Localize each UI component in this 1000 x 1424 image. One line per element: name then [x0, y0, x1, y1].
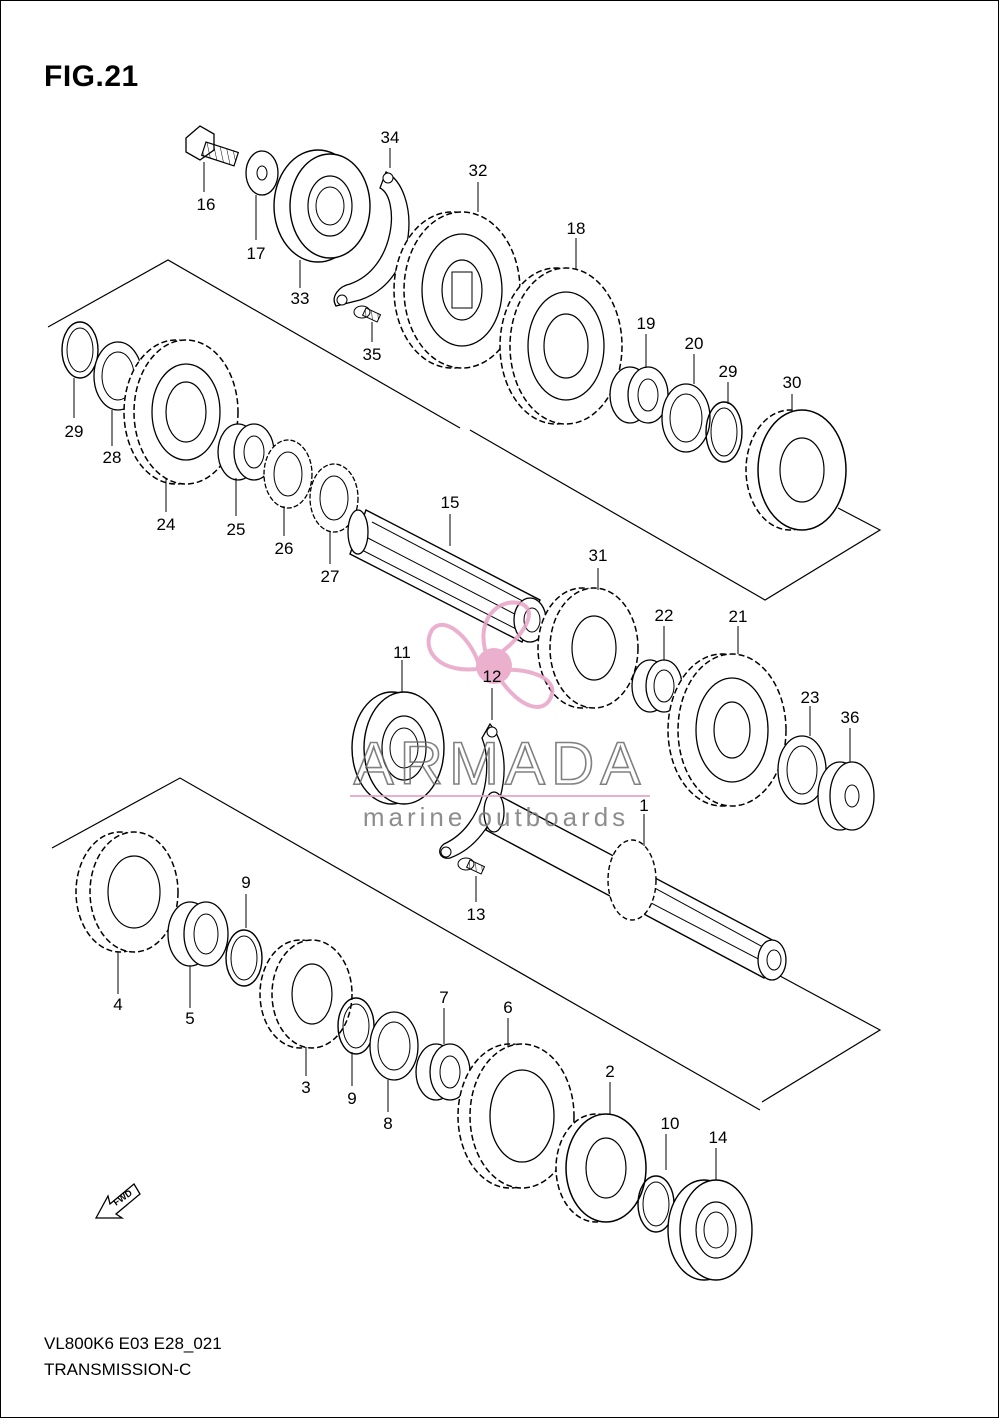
callout-5: 5: [185, 1009, 194, 1028]
callout-17: 17: [247, 244, 266, 263]
callout-15: 15: [441, 493, 460, 512]
bushing-22: [631, 626, 683, 713]
bolt-16: [185, 125, 240, 192]
callout-13: 13: [467, 905, 486, 924]
propeller-logo-icon: [426, 600, 555, 709]
bushing-19: [609, 334, 669, 424]
gear-32: [393, 182, 521, 369]
lower-shaft-outline-right: [761, 975, 882, 1103]
washer-17: [245, 150, 279, 240]
callout-11: 11: [393, 643, 411, 662]
callout-32: 32: [469, 161, 488, 180]
callout-7: 7: [439, 988, 448, 1007]
callout-19: 19: [637, 314, 656, 333]
callout-18: 18: [567, 219, 586, 238]
bushing-5: [167, 901, 229, 1008]
watermark-brand: ARMADA: [354, 730, 647, 797]
cap-36: [817, 728, 875, 831]
gear-31: [537, 568, 639, 709]
callout-6: 6: [503, 998, 512, 1017]
callout-14: 14: [709, 1128, 728, 1147]
gear-30: [745, 394, 847, 531]
driveshaft-15: [347, 509, 547, 643]
callout-31: 31: [589, 546, 608, 565]
callout-9-lower: 9: [347, 1089, 356, 1108]
callout-33: 33: [291, 289, 310, 308]
callout-24: 24: [157, 515, 176, 534]
bearing-11: [351, 660, 445, 805]
retainer-34: [333, 148, 410, 307]
figure-title: FIG.21: [44, 60, 139, 93]
callout-21: 21: [729, 607, 748, 626]
gear-6: [457, 1018, 575, 1189]
watermark-tagline: marine outboards: [363, 802, 629, 832]
washer-20: [661, 354, 711, 453]
gear-3: [259, 939, 353, 1076]
countershaft-1: [483, 791, 787, 981]
callout-30: 30: [783, 373, 802, 392]
callout-16: 16: [197, 195, 216, 214]
gear-18: [499, 238, 623, 425]
bearing-14: [667, 1148, 753, 1281]
gear-4: [75, 831, 179, 994]
callout-29-right: 29: [719, 362, 738, 381]
callout-8: 8: [383, 1114, 392, 1133]
fwd-arrow-icon: FWD: [94, 1183, 141, 1219]
callout-27: 27: [321, 567, 340, 586]
washer-23: [777, 706, 827, 805]
callout-1: 1: [639, 796, 648, 815]
callout-12: 12: [483, 667, 502, 686]
washer-27: [309, 463, 359, 564]
callout-2: 2: [605, 1062, 614, 1081]
circlip-9-upper: [225, 894, 263, 987]
callout-labels: 16 17 33 34 35 32 18 19 20 29 30 29 28 2…: [65, 128, 860, 1147]
circlip-29-right: [705, 382, 743, 463]
callout-9-upper: 9: [241, 873, 250, 892]
gear-24: [123, 339, 239, 512]
gear-21: [667, 626, 787, 807]
model-code: VL800K6 E03 E28_021: [44, 1334, 222, 1353]
callout-29-left: 29: [65, 422, 84, 441]
callout-4: 4: [113, 995, 122, 1014]
bushing-7: [415, 1008, 471, 1101]
washer-26: [263, 439, 313, 536]
callout-20: 20: [685, 334, 704, 353]
callout-36: 36: [841, 708, 860, 727]
callout-35: 35: [363, 345, 382, 364]
callout-3: 3: [301, 1078, 310, 1097]
callout-34: 34: [381, 128, 400, 147]
bushing-25: [217, 423, 275, 516]
upper-shaft-outline: [47, 259, 461, 429]
callout-25: 25: [227, 520, 246, 539]
screw-13: [457, 857, 486, 902]
watermark: ARMADA marine outboards: [350, 600, 650, 832]
circlip-29-left: [61, 321, 99, 418]
section-name: TRANSMISSION-C: [44, 1360, 192, 1379]
callout-23: 23: [801, 688, 820, 707]
screw-35: [353, 305, 382, 342]
upper-shaft-outline-right: [469, 429, 882, 601]
callout-26: 26: [275, 539, 294, 558]
washer-8: [369, 1011, 419, 1112]
callout-10: 10: [661, 1114, 680, 1133]
lower-shaft-outline: [51, 777, 761, 1111]
callout-22: 22: [655, 606, 674, 625]
callout-28: 28: [103, 448, 122, 467]
gear-2: [555, 1082, 647, 1223]
bearing-33: [273, 149, 371, 288]
